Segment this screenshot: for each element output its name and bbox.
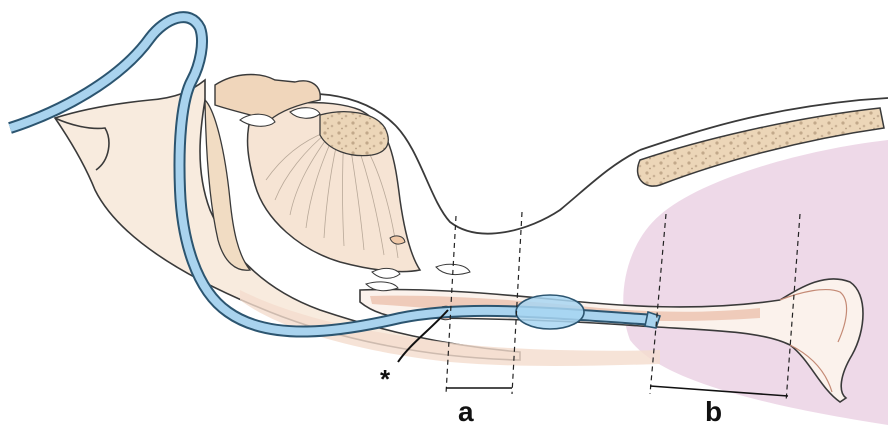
label-asterisk: * [380, 366, 390, 392]
tube-cuff [516, 295, 584, 329]
label-b: b [705, 398, 722, 426]
label-a: a [458, 398, 474, 426]
vocal-cord-upper [372, 268, 400, 278]
uvula [240, 114, 275, 126]
